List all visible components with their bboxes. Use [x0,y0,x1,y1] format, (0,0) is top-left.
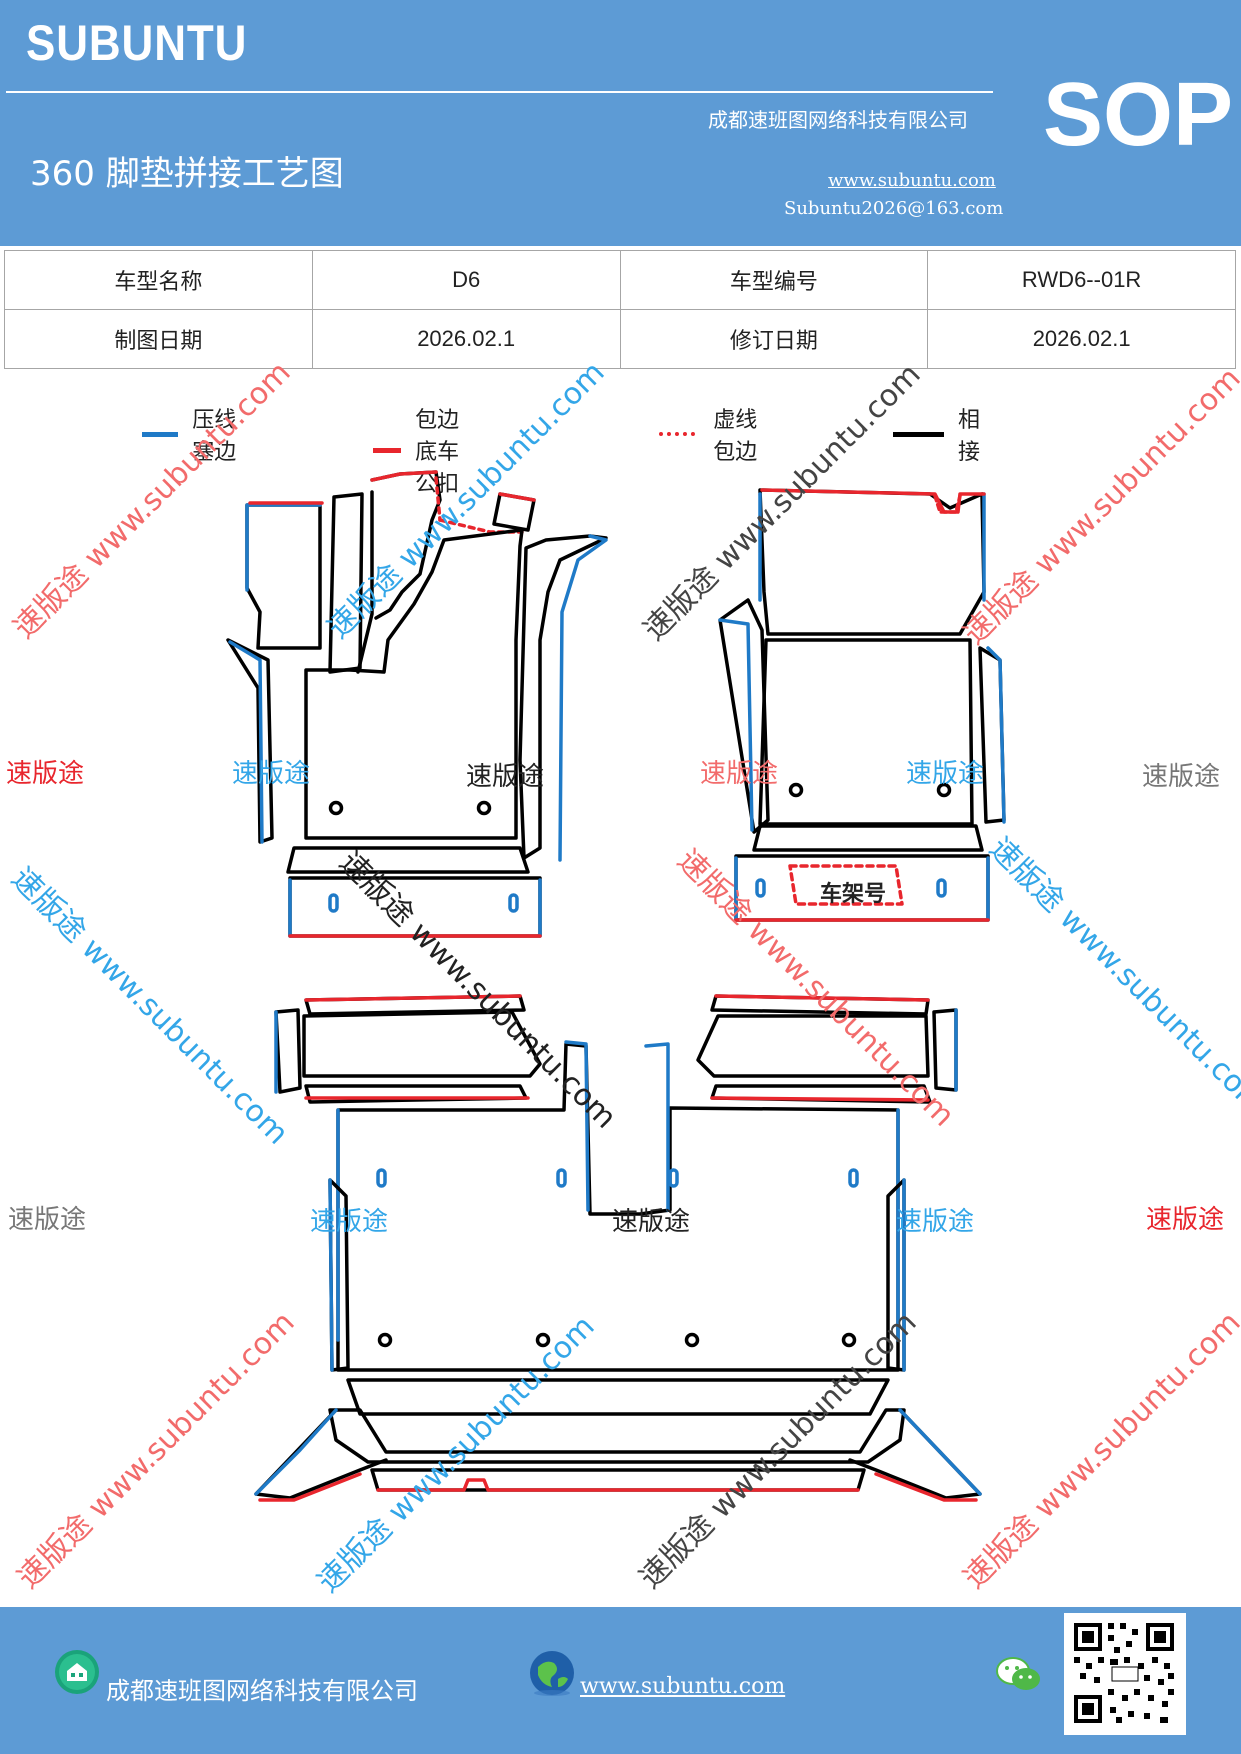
watermark-layer: 速版途 速版途 速版途 速版途 速版途 速版途 速版途 速版途 速版途 速版途 … [6,759,1224,1237]
footer-website-link[interactable]: www.subuntu.com [580,1674,786,1699]
model-code-value: RWD6--01R [927,250,1236,310]
model-name-label: 车型名称 [4,250,313,310]
legend-label: 相接 [957,408,980,465]
wechat-icon[interactable] [996,1655,1042,1695]
table-row: 车型名称 D6 车型编号 RWD6--01R [4,250,1236,310]
watermark-text: 速版途 [1146,1205,1224,1235]
header-email: Subuntu2026@163.com [784,198,1004,219]
driver-mat-piece [226,470,608,938]
table-row: 制图日期 2026.02.1 修订日期 2026.02.1 [4,309,1236,369]
revision-date-value: 2026.02.1 [927,309,1236,369]
watermark-text: 速版途 [232,759,310,789]
header-website-link[interactable]: www.subuntu.com [828,170,996,191]
header-divider [6,91,993,93]
brand-logo: SUBUNTU [26,15,248,71]
legend-label: 压线塞边 [192,408,237,465]
legend-swatch [659,432,696,436]
revision-date-label: 修订日期 [619,309,929,369]
header: SUBUNTU SOP 360 脚垫拼接工艺图 成都速班图网络科技有限公司 ww… [0,0,1241,246]
rear-mat-piece [254,994,982,1502]
watermark-text: 速版途 [310,1207,388,1237]
diagonal-watermark: 速版途 www.subuntu.com [957,1305,1241,1596]
vehicle-info-table: 车型名称 D6 车型编号 RWD6--01R 制图日期 2026.02.1 修订… [4,250,1236,369]
watermark-text: 速版途 [700,759,778,789]
legend-swatch [142,431,179,437]
diagonal-watermark: 速版途 www.subuntu.com [321,355,612,646]
sop-label: SOP [1043,65,1234,165]
draw-date-label: 制图日期 [4,309,313,369]
watermark-text: 速版途 [612,1207,690,1237]
chassis-number-label: 车架号 [820,881,886,907]
legend-swatch [373,447,402,453]
passenger-mat-piece [718,488,1006,922]
model-name-value: D6 [311,250,621,310]
watermark-text: 速版途 [896,1207,974,1237]
page-title: 360 脚垫拼接工艺图 [30,154,344,194]
model-code-label: 车型编号 [619,250,929,310]
legend-label: 虚线包边 [713,408,758,465]
watermark-text: 速版途 [466,762,544,792]
diagonal-watermark: 速版途 www.subuntu.com [332,845,623,1136]
legend-swatch [893,431,944,437]
footer: 成都速班图网络科技有限公司 www.subuntu.com [0,1607,1241,1754]
qr-code [1064,1613,1186,1735]
building-icon [55,1650,99,1694]
diagonal-watermark: 速版途 www.subuntu.com [957,361,1241,652]
legend-item-join: 相接 [893,402,993,466]
draw-date-value: 2026.02.1 [311,309,621,369]
diagonal-watermark: 速版途 www.subuntu.com [4,861,295,1152]
footer-company: 成都速班图网络科技有限公司 [106,1677,418,1705]
header-company: 成都速班图网络科技有限公司 [708,108,968,132]
watermark-text: 速版途 [8,1205,86,1235]
watermark-text: 速版途 [906,759,984,789]
globe-icon [530,1651,574,1696]
watermark-text: 速版途 [6,759,84,789]
legend-item-dashed-edge: 虚线包边 [659,402,763,466]
diagonal-watermark: 速版途 www.subuntu.com [11,1305,302,1596]
diagonal-watermark: 速版途 www.subuntu.com [637,357,928,648]
legend-item-press-line: 压线塞边 [142,402,242,466]
diagonal-watermark: 速版途 www.subuntu.com [982,831,1241,1122]
watermark-text: 速版途 [1142,762,1220,792]
